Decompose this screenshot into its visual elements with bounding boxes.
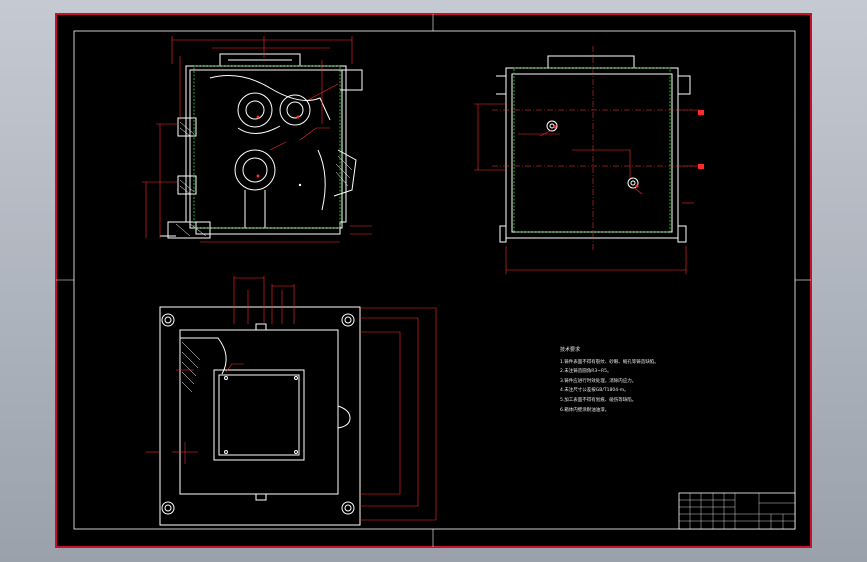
tech-req-item: 5.加工表面不得有划痕、碰伤等缺陷。 bbox=[560, 397, 637, 403]
top-view[interactable] bbox=[146, 276, 437, 526]
tech-req-item: 4.未注尺寸公差按GB/T1804-m。 bbox=[560, 388, 629, 394]
drawing-sheet bbox=[55, 13, 812, 548]
front-section-view[interactable] bbox=[142, 36, 372, 243]
title-block[interactable] bbox=[678, 492, 796, 530]
tech-req-title: 技术要求 bbox=[560, 347, 581, 353]
tech-req-item: 2.未注铸造圆角R3~R5。 bbox=[560, 369, 612, 375]
side-view[interactable] bbox=[474, 46, 704, 274]
technical-requirements: 技术要求 1.铸件表面不得有裂纹、砂眼、缩孔等铸造缺陷。 2.未注铸造圆角R3~… bbox=[560, 346, 760, 415]
tech-req-item: 3.铸件应进行时效处理，消除内应力。 bbox=[560, 378, 637, 384]
centering-marks bbox=[56, 14, 811, 547]
tech-req-item: 1.铸件表面不得有裂纹、砂眼、缩孔等铸造缺陷。 bbox=[560, 359, 659, 365]
tech-req-item: 6.箱体内壁涂耐油油漆。 bbox=[560, 407, 610, 413]
